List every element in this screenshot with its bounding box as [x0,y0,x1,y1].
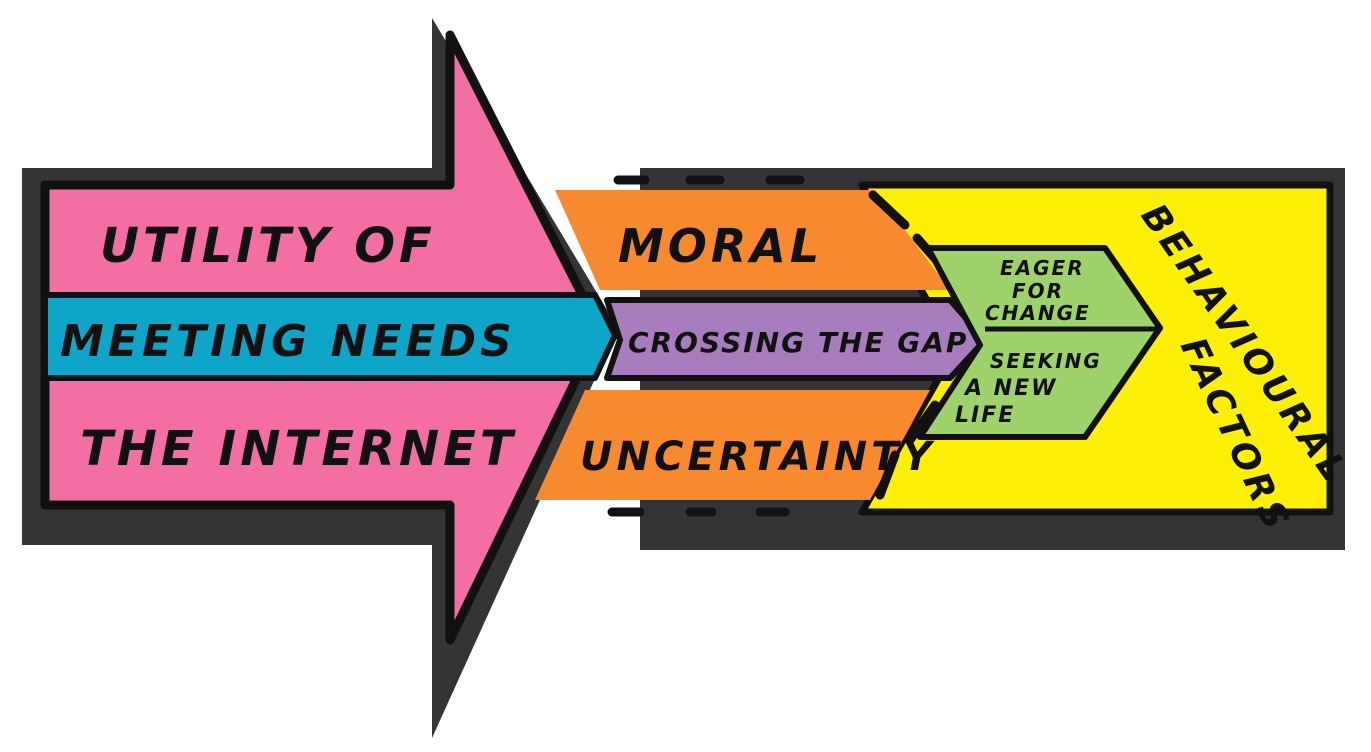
svg-text:SEEKING: SEEKING [990,349,1102,373]
orange-band-top [555,190,950,290]
arrow-middle-label: MEETING NEEDS [60,316,516,367]
svg-text:A NEW: A NEW [963,376,1057,401]
blue-band [42,292,618,381]
purple-band [604,297,988,381]
arrow-top-label: UTILITY OF [100,218,436,274]
green-chevron [917,245,1163,440]
orange-top-label: MORAL [618,219,823,273]
chevron-top-text: EAGER FOR CHANGE [985,256,1091,325]
gap-label: CROSSING THE GAP [628,326,968,359]
chevron-bottom-text: SEEKING A NEW LIFE [955,349,1102,428]
svg-text:FOR: FOR [1012,279,1064,303]
orange-band-bottom [535,390,930,500]
svg-text:EAGER: EAGER [1000,256,1085,280]
svg-text:CHANGE: CHANGE [985,301,1091,325]
orange-bottom-label: UNCERTAINTY [580,434,935,480]
svg-text:LIFE: LIFE [955,403,1015,428]
arrow-bottom-label: THE INTERNET [80,421,517,477]
